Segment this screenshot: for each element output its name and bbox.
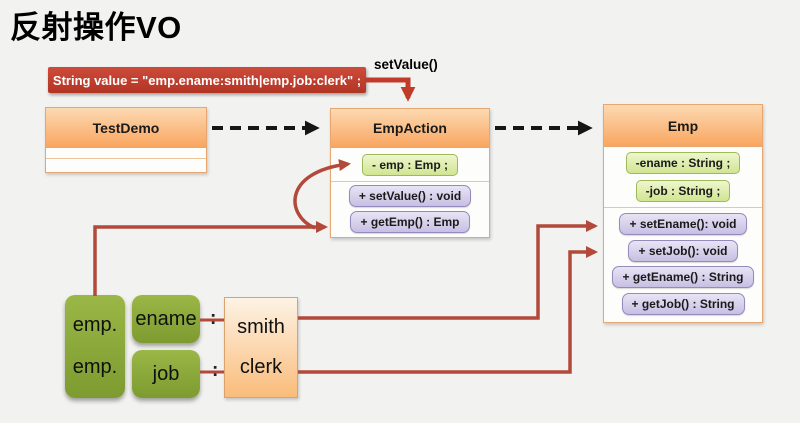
- page-title: 反射操作VO: [10, 10, 182, 45]
- code-statement-text: String value = "emp.ename:smith|emp.job:…: [52, 72, 362, 88]
- class-box-empaction: EmpAction - emp : Emp ; + setValue() : v…: [330, 108, 490, 238]
- arrow-emp-to-getemp: [93, 221, 328, 296]
- arrow-smith-to-setename: [298, 220, 598, 320]
- method-setvalue: + setValue() : void: [348, 185, 472, 208]
- field-label-job: job: [152, 362, 180, 385]
- empaction-attributes-compartment: - emp : Emp ;: [331, 148, 489, 182]
- setvalue-call-label: setValue(): [374, 57, 438, 72]
- object-label-emp-1: emp.: [72, 314, 118, 336]
- method-getemp: + getEmp() : Emp: [350, 210, 470, 233]
- code-statement-box: String value = "emp.ename:smith|emp.job:…: [48, 67, 366, 93]
- attribute-ename: -ename : String ;: [625, 152, 741, 175]
- class-box-testdemo: TestDemo: [45, 107, 207, 173]
- arrow-clerk-to-setjob: [298, 246, 598, 374]
- method-getjob: + getJob() : String: [621, 293, 745, 316]
- separator-colon-2: :: [212, 360, 219, 381]
- field-box-ename: ename: [132, 295, 200, 343]
- emp-attributes-compartment: -ename : String ; -job : String ;: [604, 147, 762, 208]
- class-name-testdemo: TestDemo: [46, 108, 206, 148]
- method-getename: + getEname() : String: [612, 266, 754, 289]
- testdemo-methods-compartment: [46, 159, 206, 170]
- field-label-ename: ename: [135, 307, 197, 330]
- field-box-job: job: [132, 350, 200, 398]
- empaction-methods-compartment: + setValue() : void + getEmp() : Emp: [331, 182, 489, 236]
- attribute-emp: - emp : Emp ;: [361, 153, 458, 176]
- class-box-emp: Emp -ename : String ; -job : String ; + …: [603, 104, 763, 323]
- class-name-emp: Emp: [604, 105, 762, 147]
- object-box-emp: emp. emp.: [65, 295, 125, 398]
- method-setename: + setEname(): void: [619, 212, 747, 235]
- class-name-empaction: EmpAction: [331, 109, 489, 148]
- object-label-emp-2: emp.: [72, 356, 118, 378]
- separator-colon-1: :: [210, 308, 217, 329]
- method-setjob: + setJob(): void: [628, 239, 738, 262]
- attribute-job: -job : String ;: [635, 179, 731, 202]
- emp-methods-compartment: + setEname(): void + setJob(): void + ge…: [604, 208, 762, 320]
- value-label-smith: smith: [237, 315, 285, 338]
- value-box: smith clerk: [224, 297, 298, 398]
- value-label-clerk: clerk: [239, 356, 283, 379]
- arrow-setvalue-call: [365, 77, 416, 102]
- testdemo-attributes-compartment: [46, 148, 206, 159]
